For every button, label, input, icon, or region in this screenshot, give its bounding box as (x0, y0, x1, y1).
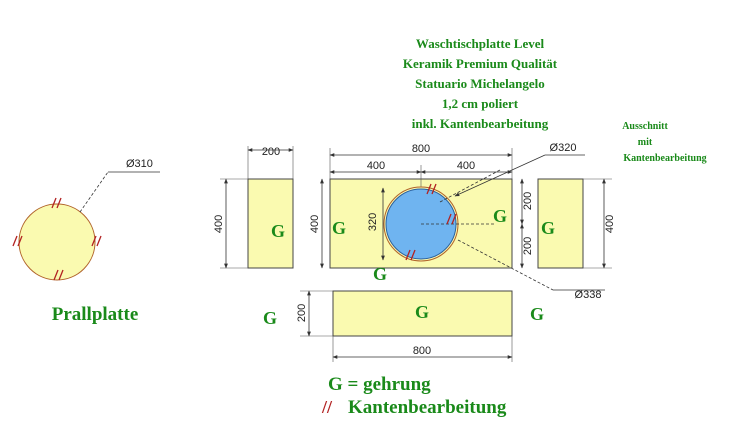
prallplatte-group: Ø310 Prallplatte (12, 158, 160, 325)
edge-mark (405, 249, 416, 261)
front-height-dim: 200 (296, 304, 308, 322)
left-width-dim: 200 (262, 146, 280, 158)
cutout-note: Ausschnitt mit Kantenbearbeitung (622, 121, 706, 164)
edge-mark (12, 235, 23, 247)
gehrung-mark: G (530, 304, 544, 324)
outer-diameter-dim: Ø338 (575, 289, 602, 301)
product-line-4: 1,2 cm poliert (442, 96, 519, 111)
edge-mark (51, 197, 62, 209)
product-line-3: Statuario Michelangelo (415, 76, 545, 91)
main-height-dim: 400 (309, 215, 321, 233)
hole-offset-dim: 320 (367, 213, 379, 231)
front-slab (332, 290, 513, 337)
main-half-right-dim: 400 (457, 160, 475, 172)
left-side-slab (247, 178, 294, 269)
gehrung-mark: G (271, 221, 285, 241)
right-height-dim: 400 (604, 215, 616, 233)
left-height-dim: 400 (213, 215, 225, 233)
front-width-dim: 800 (413, 345, 431, 357)
main-width-dim: 800 (412, 143, 430, 155)
left-side-panel: 200 400 G (213, 146, 294, 269)
gehrung-mark: G (332, 218, 346, 238)
right-side-panel: 400 G (537, 178, 616, 269)
legend-edge-symbol: // (321, 397, 333, 417)
hole-diameter-leader (439, 169, 501, 203)
outer-diameter-leader (457, 239, 554, 291)
hole-diameter-dim: Ø320 (550, 142, 577, 154)
prallplatte-label: Prallplatte (52, 304, 139, 325)
product-line-1: Waschtischplatte Level (416, 36, 545, 51)
right-small-dims: 200 200 (520, 178, 534, 269)
right-side-slab (537, 178, 584, 269)
product-line-2: Keramik Premium Qualität (403, 56, 558, 71)
edge-mark (53, 269, 64, 281)
right-small-upper-dim: 200 (522, 192, 534, 210)
prallplatte-diameter: Ø310 (126, 158, 153, 170)
edge-mark (426, 183, 437, 195)
prallplatte-leader (79, 171, 109, 213)
cutout-note-line-3: Kantenbearbeitung (623, 153, 706, 164)
gehrung-mark: G (373, 264, 387, 284)
legend: G = gehrung // Kantenbearbeitung (321, 374, 507, 418)
edge-mark (446, 213, 457, 225)
hole-diameter-arrow (454, 154, 546, 197)
cutout-note-line-2: mit (638, 137, 653, 148)
legend-gehrung: G = gehrung (328, 374, 431, 395)
gehrung-mark: G (263, 308, 277, 328)
gehrung-mark: G (415, 302, 429, 322)
main-half-left-dim: 400 (367, 160, 385, 172)
product-description: Waschtischplatte Level Keramik Premium Q… (403, 36, 558, 131)
edge-mark (91, 235, 102, 247)
gehrung-mark: G (493, 206, 507, 226)
cutout-note-line-1: Ausschnitt (622, 121, 668, 132)
right-small-lower-dim: 200 (522, 237, 534, 255)
gehrung-mark: G (541, 218, 555, 238)
front-panel: 200 800 G G G (263, 290, 544, 362)
main-slab-group: 800 400 400 400 320 G G G Ø320 (309, 142, 605, 301)
product-line-5: inkl. Kantenbearbeitung (412, 116, 549, 131)
legend-edge-text: Kantenbearbeitung (348, 397, 507, 418)
prallplatte-circle (18, 203, 96, 281)
